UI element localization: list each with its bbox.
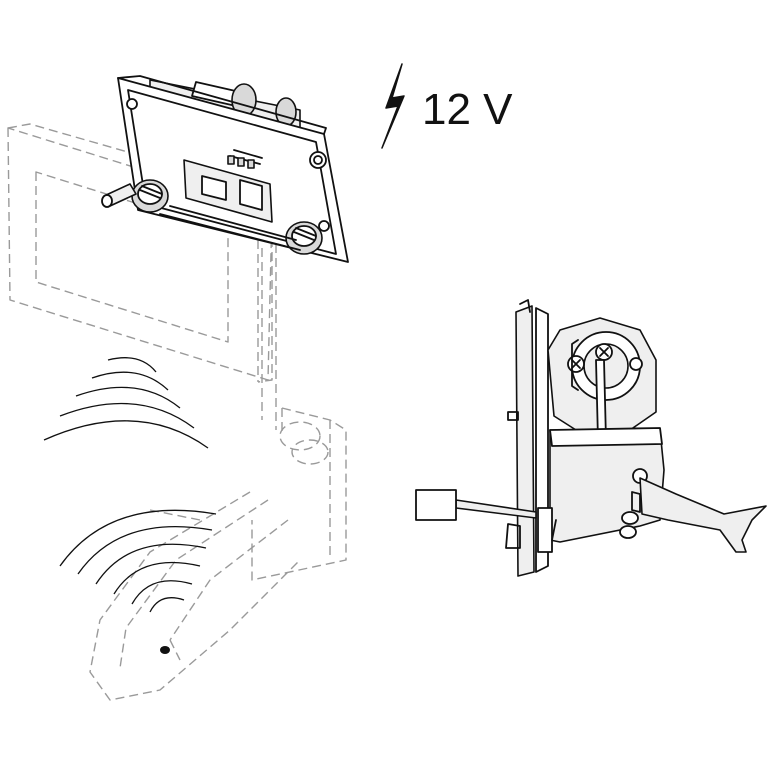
screw-right-icon: [285, 221, 323, 255]
sensor-waves-top: [43, 357, 209, 449]
sensor-waves-bottom: [59, 509, 217, 613]
electronic-module: [101, 75, 349, 263]
sensor-eye-icon: [160, 646, 170, 654]
valve-mechanism: [415, 299, 767, 577]
voltage-label: 12 V: [422, 85, 513, 134]
screw-left-icon: [131, 179, 169, 213]
lightning-bolt-icon: [381, 63, 405, 149]
